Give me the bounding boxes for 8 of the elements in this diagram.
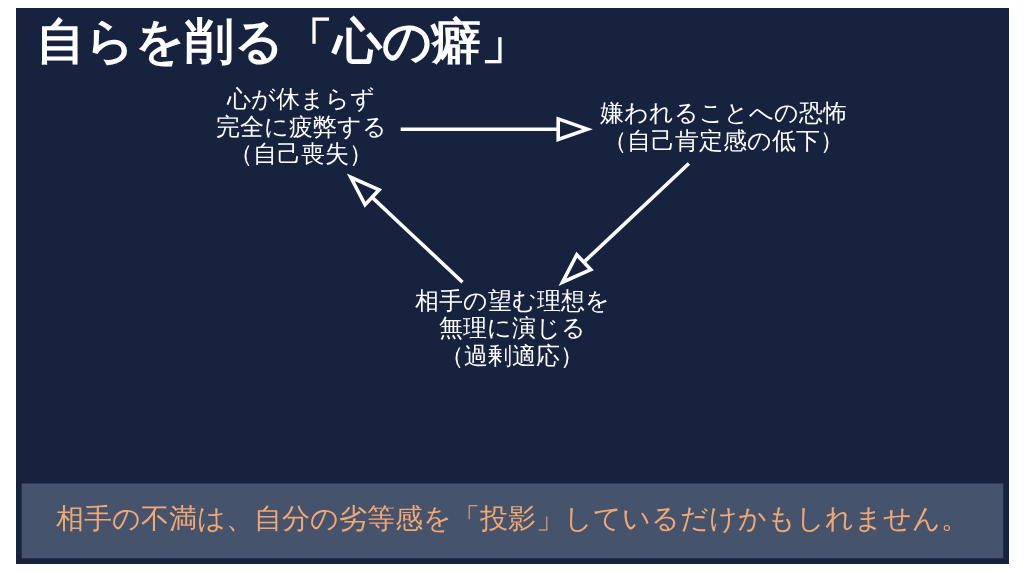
node-box: 相手の不満は、自分の劣等感を「投影」しているだけかもしれません。 <box>21 483 1003 559</box>
diagram-title: 自らを削る「心の癖」 <box>35 13 529 70</box>
node-text: 心が休まらず完全に疲弊する（自己喪失） <box>215 84 387 169</box>
arrow <box>400 116 593 142</box>
node-text: 嫌われることへの恐怖（自己肯定感の低下） <box>599 98 847 155</box>
arrow <box>346 173 464 284</box>
node-text: 相手の望む理想を無理に演じる（過剰適応） <box>414 285 610 371</box>
arrow <box>558 162 690 286</box>
